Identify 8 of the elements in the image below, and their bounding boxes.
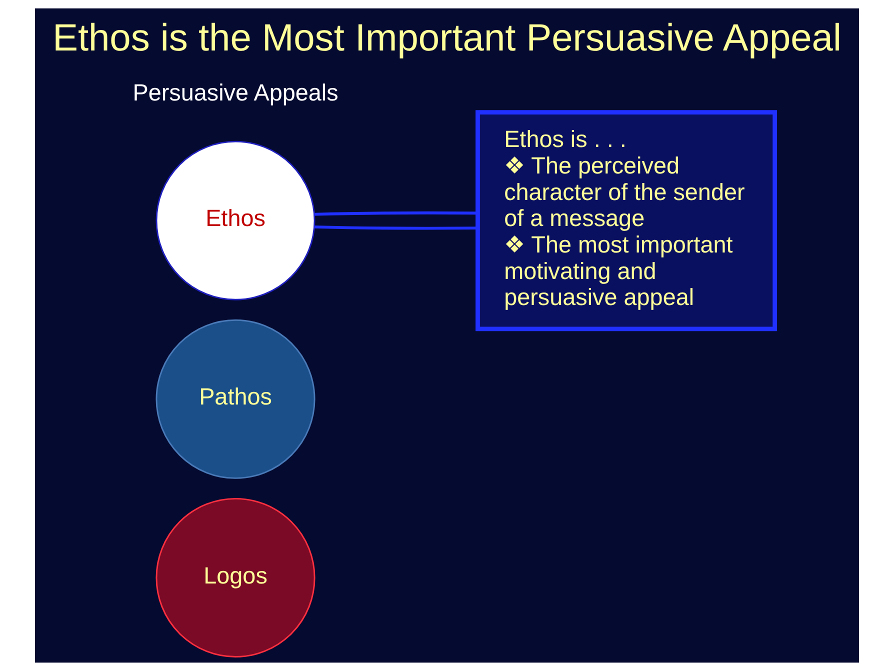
node-circle: Logos [155,498,315,658]
node-box: Ethos is . . . ❖ The perceived character of the sender of a message ❖ The most important motivating and persuasive appeal [475,110,777,332]
connector [314,211,478,216]
label: Persuasive Appeals [132,79,338,106]
connector [314,225,478,230]
diagram-title: Ethos is the Most Important Persuasive Appeal [52,18,841,60]
node-circle: Ethos [155,140,315,300]
node-circle: Pathos [155,319,315,479]
